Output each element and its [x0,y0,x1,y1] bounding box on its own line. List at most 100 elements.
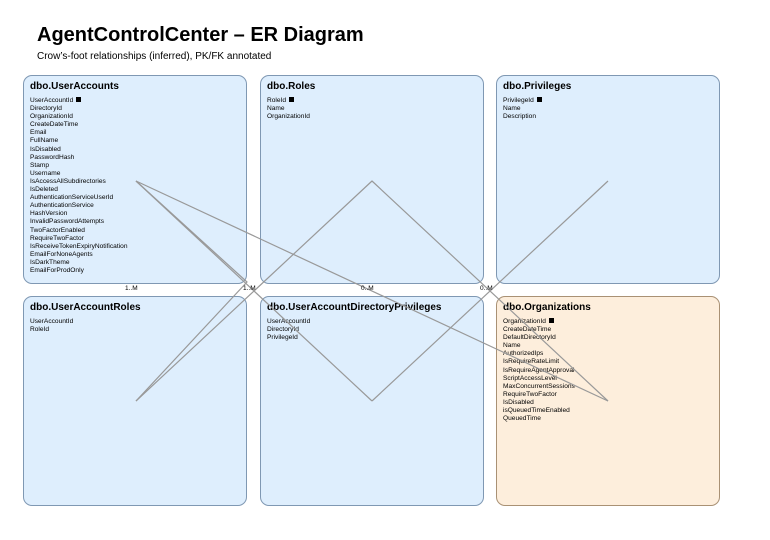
attribute-name: IsRequireAgentApproval [503,366,575,374]
primary-key-icon [536,97,542,102]
attribute-row: DirectoryId [30,105,240,113]
attribute-row: TwoFactorEnabled [30,227,240,235]
attribute-row: PrivilegeId [267,334,477,342]
attribute-name: Name [503,105,521,113]
attribute-row: QueuedTime [503,415,713,423]
attribute-row: IsDisabled [30,146,240,154]
attribute-name: RequireTwoFactor [503,390,557,398]
attribute-name: DirectoryId [267,326,299,334]
attribute-row: IsDarkTheme [30,259,240,267]
attribute-name: UserAccountId [30,318,74,325]
entity-title: dbo.UserAccountRoles [30,302,141,313]
attribute-name: RoleId [267,97,287,104]
attribute-row: UserAccountId [267,318,477,326]
attribute-name: Stamp [30,161,50,169]
attribute-row: IsAccessAllSubdirectories [30,178,240,186]
attribute-name: AuthenticationServiceUserId [30,194,114,202]
attribute-row: AuthorizedIps [503,350,713,358]
attribute-row: OrganizationId [503,318,713,326]
attribute-row: UserAccountId [30,97,240,105]
attribute-row: FullName [30,137,240,145]
entity-title: dbo.Privileges [503,81,572,92]
attribute-row: Description [503,113,713,121]
entity-title: dbo.UserAccountDirectoryPrivileges [267,302,442,313]
attribute-row: Name [503,105,713,113]
attribute-name: IsRequireRateLimit [503,358,560,366]
attribute-name: InvalidPasswordAttempts [30,218,105,226]
entity-title: dbo.UserAccounts [30,81,119,92]
attribute-name: CreateDateTime [30,121,79,129]
attribute-row: EmailForProdOnly [30,267,240,275]
attribute-row: DirectoryId [267,326,477,334]
attribute-row: HashVersion [30,210,240,218]
attribute-name: OrganizationId [267,113,310,121]
attribute-row: AuthenticationService [30,202,240,210]
attribute-name: CreateDateTime [503,326,552,334]
attribute-name: AuthorizedIps [503,350,544,358]
primary-key-icon [76,97,82,102]
attribute-name: Description [503,113,536,121]
attribute-name: IsReceiveTokenExpiryNotification [30,242,128,250]
attribute-name: IsDisabled [30,145,61,153]
primary-key-icon [548,318,554,323]
attribute-row: IsDeleted [30,186,240,194]
cardinality-label: 0..M [480,285,493,292]
attribute-row: IsRequireAgentApproval [503,367,713,375]
entity-title: dbo.Organizations [503,302,591,313]
attribute-row: InvalidPasswordAttempts [30,218,240,226]
attribute-name: Email [30,129,47,137]
attribute-name: PrivilegeId [503,97,534,104]
attribute-name: isQueuedTimeEnabled [503,407,570,415]
attribute-name: Name [267,105,285,113]
attribute-row: IsRequireRateLimit [503,358,713,366]
attribute-name: EmailForProdOnly [30,266,84,274]
attribute-row: Stamp [30,162,240,170]
page-title: AgentControlCenter – ER Diagram [37,24,364,46]
attribute-row: isQueuedTimeEnabled [503,407,713,415]
attribute-name: RoleId [30,326,50,334]
cardinality-label: 1..M [243,285,256,292]
attribute-name: IsAccessAllSubdirectories [30,177,106,185]
attribute-row: AuthenticationServiceUserId [30,194,240,202]
attribute-row: UserAccountId [30,318,240,326]
attribute-row: Name [267,105,477,113]
attribute-name: QueuedTime [503,415,541,423]
attribute-name: MaxConcurrentSessions [503,382,575,390]
attribute-row: CreateDateTime [503,326,713,334]
attribute-row: EmailForNoneAgents [30,251,240,259]
attribute-name: FullName [30,137,59,145]
attribute-name: Username [30,169,61,177]
attribute-name: UserAccountId [267,318,311,325]
cardinality-label: 1..M [125,285,138,292]
attribute-name: IsDisabled [503,398,534,406]
attribute-name: EmailForNoneAgents [30,250,93,258]
entity-user-account-directory-privileges[interactable]: dbo.UserAccountDirectoryPrivileges UserA… [260,296,484,506]
attribute-row: DefaultDirectoryId [503,334,713,342]
attribute-name: IsDeleted [30,186,58,194]
attribute-row: RequireTwoFactor [503,391,713,399]
attribute-name: AuthenticationService [30,202,94,210]
attribute-name: Name [503,342,521,350]
attribute-row: Username [30,170,240,178]
attribute-row: OrganizationId [267,113,477,121]
entity-title: dbo.Roles [267,81,316,92]
attribute-name: RequireTwoFactor [30,234,84,242]
page-subtitle: Crow’s-foot relationships (inferred), PK… [37,51,272,62]
cardinality-label: 0..M [361,285,374,292]
attribute-row: PrivilegeId [503,97,713,105]
attribute-name: HashVersion [30,210,68,218]
attribute-row: CreateDateTime [30,121,240,129]
attribute-name: IsDarkTheme [30,258,70,266]
attribute-row: IsReceiveTokenExpiryNotification [30,243,240,251]
attribute-row: IsDisabled [503,399,713,407]
attribute-row: Email [30,129,240,137]
